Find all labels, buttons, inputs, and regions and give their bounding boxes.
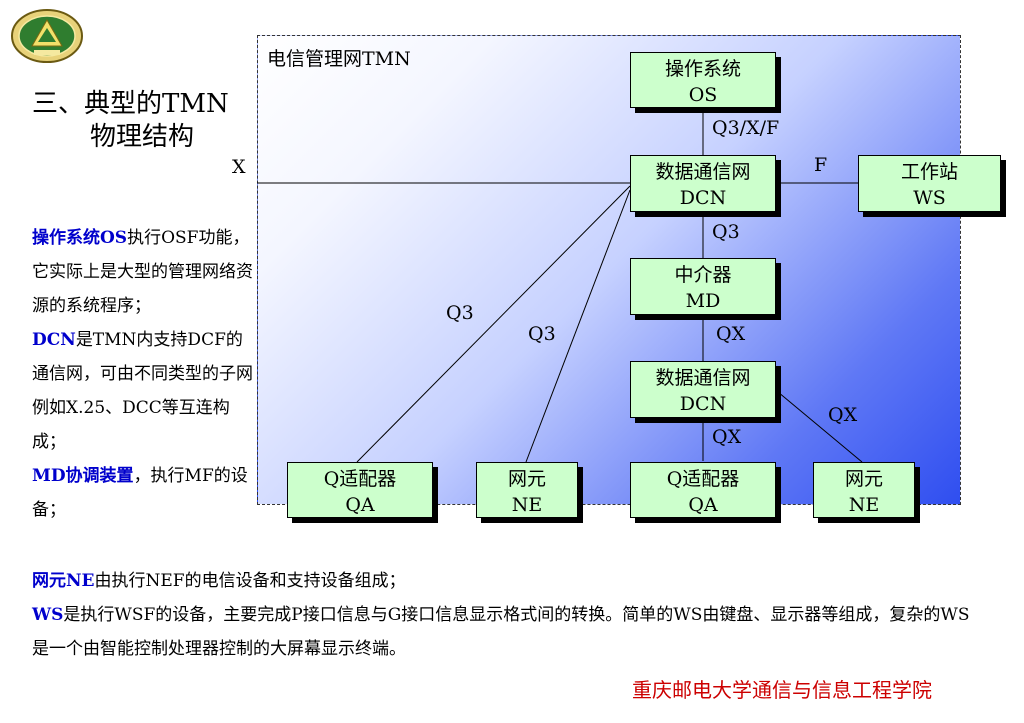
x-interface-label: X (232, 156, 246, 178)
dcn-box-upper: 数据通信网 DCN (630, 155, 776, 212)
desc-md-text: ，执行MF的设备； (32, 466, 248, 520)
desc-ws: WS是执行WSF的设备，主要完成P接口信息与G接口信息显示格式间的转换。简单的W… (32, 598, 982, 666)
dcn-box-upper-abbr: DCN (679, 187, 727, 209)
qa-box-left-abbr: QA (345, 494, 375, 516)
desc-dcn-term: DCN (32, 330, 76, 350)
qa-box-left-label: Q适配器 (323, 468, 397, 490)
description-block: 操作系统OS执行OSF功能，它实际上是大型的管理网络资源的系统程序； DCN是T… (32, 221, 257, 527)
qa-box-right-abbr: QA (688, 494, 718, 516)
ne-box-left: 网元 NE (476, 462, 578, 518)
f-interface-label: F (814, 154, 828, 176)
desc-ne-term: 网元NE (32, 571, 95, 591)
desc-md-term: MD协调装置 (32, 466, 134, 486)
q3-interface-label-b: Q3 (528, 323, 556, 345)
ws-box-abbr: WS (913, 187, 946, 209)
institution-footer: 重庆邮电大学通信与信息工程学院 (632, 678, 932, 702)
q3xf-interface-label: Q3/X/F (712, 117, 780, 139)
heading-line-1: 三、典型的TMN (32, 89, 229, 119)
ne-box-right-label: 网元 (844, 468, 883, 490)
ne-box-left-abbr: NE (511, 494, 543, 516)
wide-description-block: 网元NE由执行NEF的电信设备和支持设备组成； WS是执行WSF的设备，主要完成… (32, 564, 982, 666)
ne-box-right-abbr: NE (848, 494, 880, 516)
q3-interface-label-a: Q3 (446, 302, 474, 324)
q3-interface-label-mid: Q3 (712, 221, 740, 243)
os-box-label: 操作系统 (664, 58, 741, 80)
dcn-box-lower-label: 数据通信网 (655, 367, 751, 389)
os-box-abbr: OS (688, 84, 718, 106)
desc-dcn: DCN是TMN内支持DCF的通信网，可由不同类型的子网例如X.25、DCC等互连… (32, 323, 257, 459)
slide-heading: 三、典型的TMN 物理结构 (32, 88, 229, 154)
desc-os-text: 执行OSF功能，它实际上是大型的管理网络资源的系统程序； (32, 228, 253, 316)
desc-dcn-text: 是TMN内支持DCF的通信网，可由不同类型的子网例如X.25、DCC等互连构成； (32, 330, 253, 452)
dcn-box-lower-abbr: DCN (679, 393, 727, 415)
ws-box-label: 工作站 (900, 161, 958, 183)
tmn-frame-title: 电信管理网TMN (267, 48, 411, 70)
dcn-box-upper-label: 数据通信网 (655, 161, 751, 183)
university-emblem-icon (11, 9, 83, 63)
desc-ne: 网元NE由执行NEF的电信设备和支持设备组成； (32, 564, 982, 598)
ws-box: 工作站 WS (858, 155, 1001, 212)
qa-box-right-label: Q适配器 (666, 468, 740, 490)
qx-interface-label-2: QX (828, 404, 858, 426)
dcn-ne1-line (525, 189, 631, 463)
os-box: 操作系统 OS (630, 52, 776, 108)
dcn-qa1-line (356, 185, 631, 463)
md-box: 中介器 MD (630, 258, 776, 315)
qx-interface-label-3: QX (712, 426, 742, 448)
desc-os-term: 操作系统OS (32, 228, 128, 248)
ne-box-left-label: 网元 (507, 468, 546, 490)
tmn-frame (257, 35, 961, 505)
md-box-label: 中介器 (674, 264, 732, 286)
desc-os: 操作系统OS执行OSF功能，它实际上是大型的管理网络资源的系统程序； (32, 221, 257, 323)
qx-interface-label-1: QX (716, 323, 746, 345)
desc-ws-text: 是执行WSF的设备，主要完成P接口信息与G接口信息显示格式间的转换。简单的WS由… (32, 605, 970, 659)
md-box-abbr: MD (685, 290, 721, 312)
heading-line-2: 物理结构 (90, 122, 195, 152)
qa-box-right: Q适配器 QA (630, 462, 776, 518)
desc-md: MD协调装置，执行MF的设备； (32, 459, 257, 527)
qa-box-left: Q适配器 QA (287, 462, 433, 518)
dcn-box-lower: 数据通信网 DCN (630, 361, 776, 418)
dcn2-ne2-line (777, 391, 863, 463)
ne-box-right: 网元 NE (813, 462, 915, 518)
desc-ws-term: WS (32, 605, 64, 625)
desc-ne-text: 由执行NEF的电信设备和支持设备组成； (94, 571, 406, 591)
